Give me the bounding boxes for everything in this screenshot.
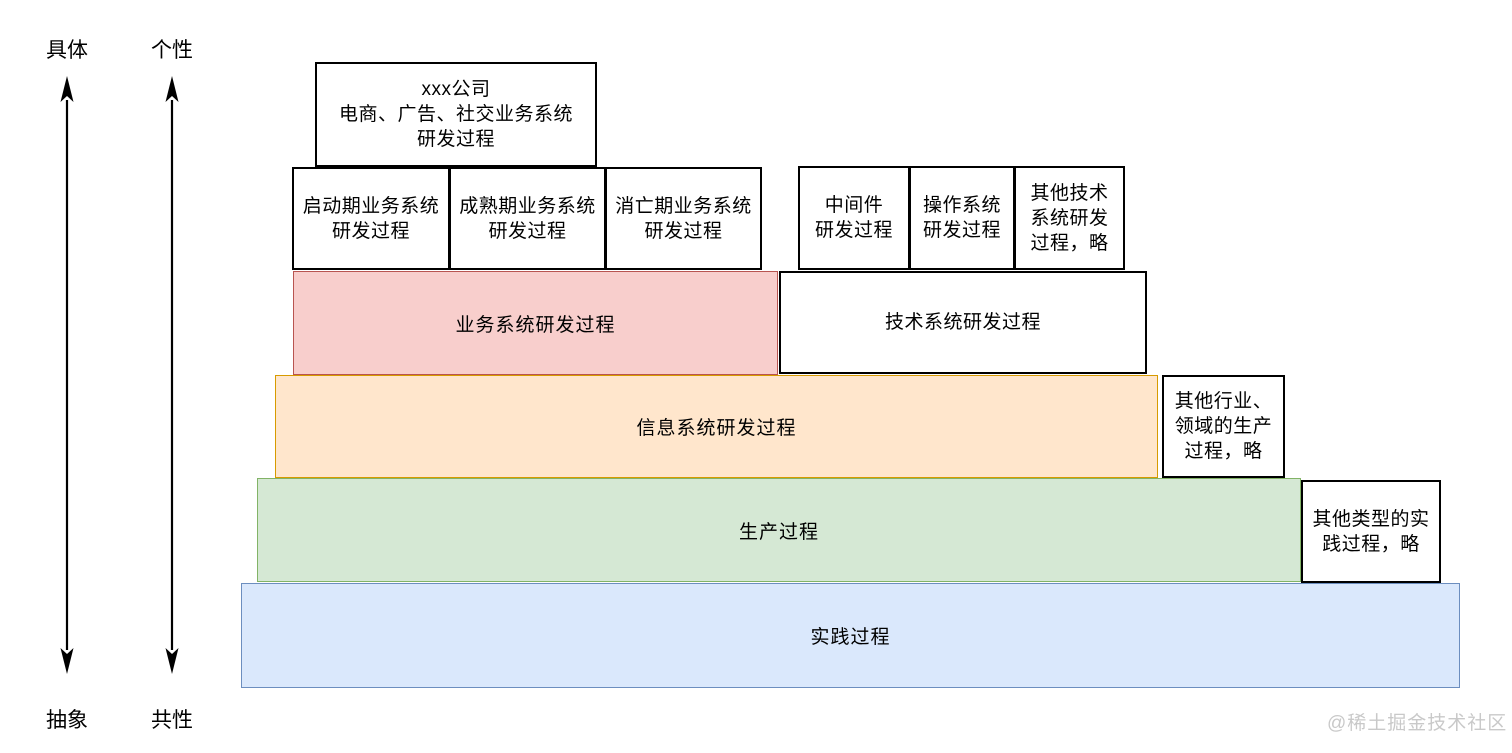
middleware-process-box: 中间件 研发过程 bbox=[798, 166, 910, 270]
operating-system-process-box: 操作系统 研发过程 bbox=[909, 166, 1015, 270]
startup-phase-box: 启动期业务系统 研发过程 bbox=[292, 167, 450, 270]
axis-label-individual: 个性 bbox=[151, 39, 193, 62]
mature-phase-box: 成熟期业务系统 研发过程 bbox=[449, 167, 606, 270]
layer-business-system-process: 业务系统研发过程 bbox=[293, 271, 778, 375]
concrete-abstract-arrow bbox=[60, 76, 74, 674]
layer-information-system-process: 信息系统研发过程 bbox=[275, 375, 1158, 478]
axis-label-common: 共性 bbox=[151, 709, 193, 732]
individual-common-arrow bbox=[165, 76, 179, 674]
watermark: @稀土掘金技术社区 bbox=[1327, 713, 1508, 734]
axis-label-abstract: 抽象 bbox=[46, 709, 88, 732]
other-practice-process-box: 其他类型的实 践过程，略 bbox=[1301, 480, 1441, 583]
company-business-process-box: xxx公司 电商、广告、社交业务系统 研发过程 bbox=[315, 62, 597, 167]
decline-phase-box: 消亡期业务系统 研发过程 bbox=[605, 167, 762, 270]
layer-production-process: 生产过程 bbox=[257, 478, 1301, 582]
layer-practice-process: 实践过程 bbox=[241, 583, 1460, 688]
other-tech-system-box: 其他技术 系统研发 过程，略 bbox=[1014, 166, 1125, 270]
tech-system-process-box: 技术系统研发过程 bbox=[779, 271, 1147, 374]
other-industry-production-box: 其他行业、 领域的生产 过程，略 bbox=[1162, 375, 1285, 478]
axis-label-concrete: 具体 bbox=[46, 39, 88, 62]
